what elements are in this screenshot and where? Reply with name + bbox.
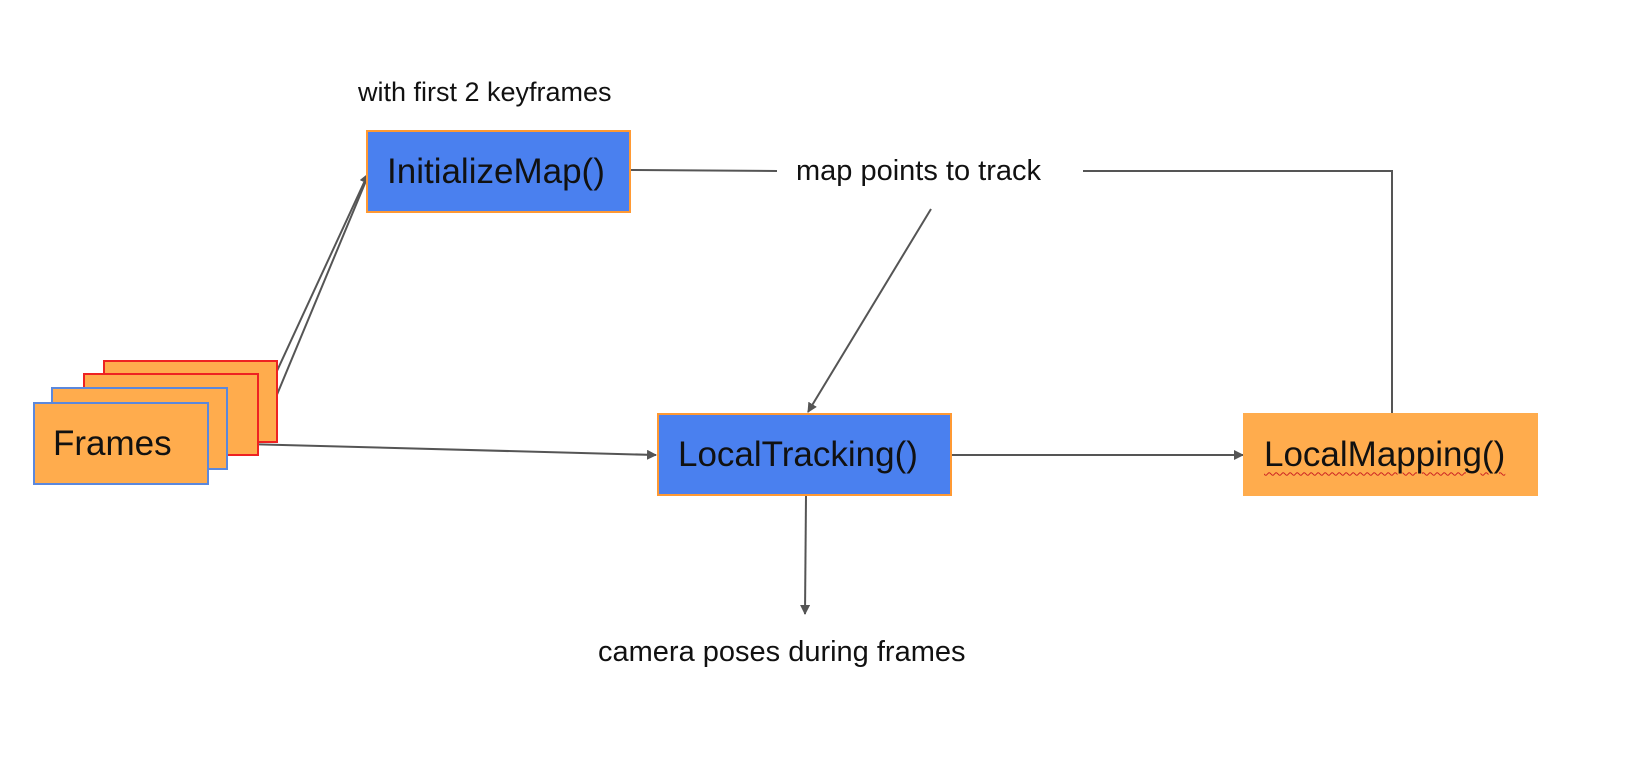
edge-label-camera-poses: camera poses during frames [598, 636, 966, 668]
local-tracking-node: LocalTracking() [657, 413, 952, 496]
frames-node: Frames [33, 402, 209, 485]
edge-mappoints-to-localmapping [1083, 170, 1393, 416]
local-mapping-node: LocalMapping() [1243, 413, 1538, 496]
edge-initializemap-to-mappoints [630, 169, 778, 172]
initialize-map-node: InitializeMap() [366, 130, 631, 213]
edge-localtracking-to-cameraposes [800, 495, 811, 615]
edge-frames-to-localtracking [207, 442, 657, 460]
edge-mappoints-to-localtracking [807, 208, 932, 413]
edge-label-first-keyframes: with first 2 keyframes [358, 77, 612, 107]
local-mapping-node-label: LocalMapping() [1264, 434, 1506, 474]
edge-label-map-points: map points to track [796, 155, 1041, 187]
edge-frames-to-initializemap-b [275, 175, 369, 398]
frames-node-label: Frames [53, 423, 172, 463]
local-tracking-node-label: LocalTracking() [678, 434, 918, 474]
initialize-map-node-label: InitializeMap() [387, 151, 605, 191]
